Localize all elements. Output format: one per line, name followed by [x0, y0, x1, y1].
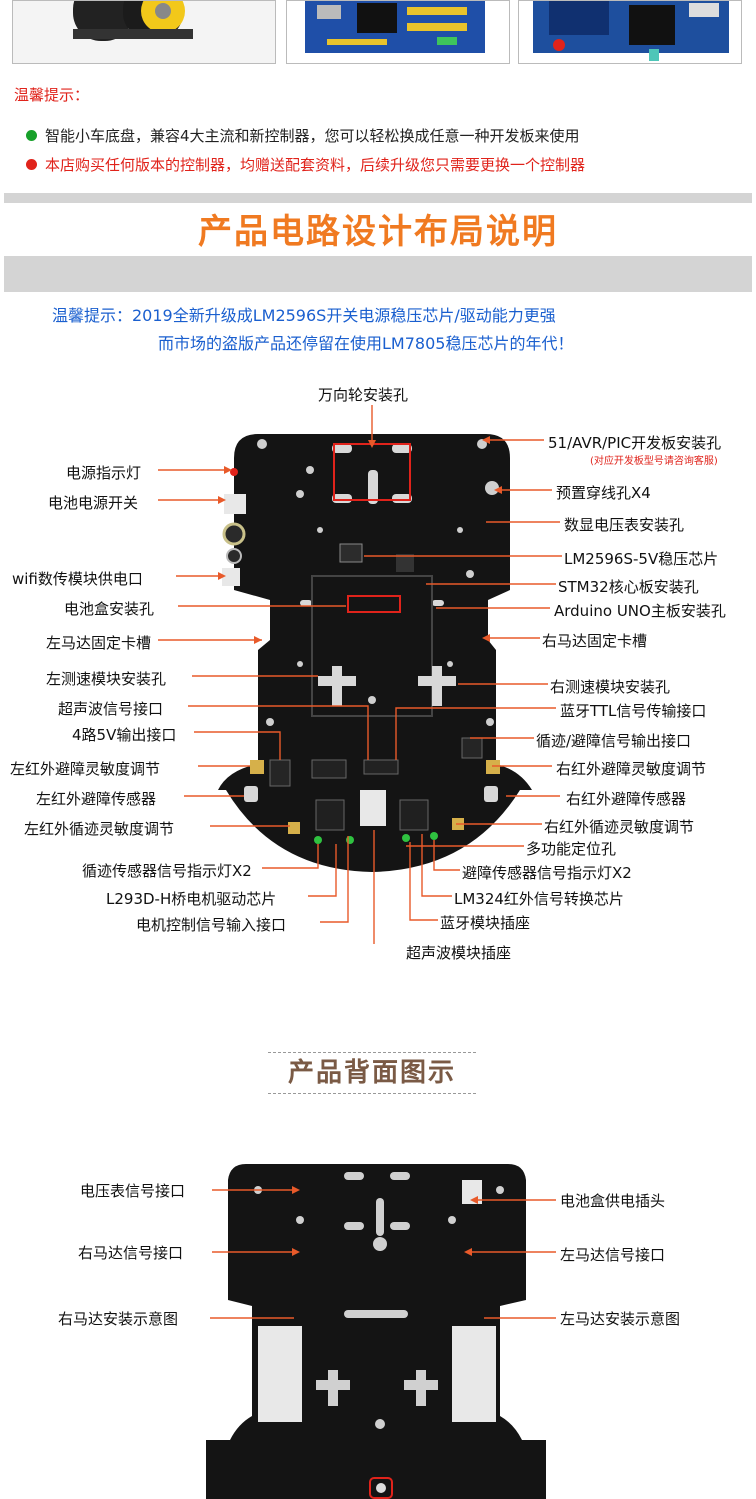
label-left-motor-port: 左马达信号接口: [560, 1246, 666, 1264]
tip-line-1: 智能小车底盘，兼容4大主流和新控制器，您可以轻松换成任意一种开发板来使用: [26, 125, 580, 146]
controller-board-image: [305, 1, 485, 53]
product-thumbnail-board: [286, 0, 510, 64]
green-dot-icon: [26, 130, 37, 141]
label-right-motor-port: 右马达信号接口: [78, 1244, 184, 1262]
label-left-motor-diagram: 左马达安装示意图: [560, 1310, 681, 1328]
label-arduino-hole: Arduino UNO主板安装孔: [554, 602, 726, 620]
product-thumbnail-kit: [518, 0, 742, 64]
label-wifi-power: wifi数传模块供电口: [12, 570, 143, 588]
back-title-text: 产品背面图示: [287, 1058, 456, 1088]
label-bt-socket: 蓝牙模块插座: [440, 914, 531, 932]
wheel-image: [73, 1, 193, 41]
label-left-ir-avoid-sensor: 左红外避障传感器: [36, 790, 157, 808]
divider-bar: [4, 193, 752, 203]
label-track-led: 循迹传感器信号指示灯X2: [82, 862, 252, 880]
label-left-speed-hole: 左测速模块安装孔: [46, 670, 167, 688]
label-right-motor-diagram: 右马达安装示意图: [58, 1310, 179, 1328]
label-board-51-note: (对应开发板型号请咨询客服): [590, 456, 718, 467]
label-voltmeter-port: 电压表信号接口: [80, 1182, 186, 1200]
label-battery-switch: 电池电源开关: [48, 494, 139, 512]
section-title: 产品电路设计布局说明: [198, 212, 558, 252]
pcb-front-board: [218, 434, 532, 872]
label-right-ir-track-adj: 右红外循迹灵敏度调节: [544, 818, 695, 836]
label-wire-holes: 预置穿线孔X4: [556, 484, 651, 502]
label-lm2596: LM2596S-5V稳压芯片: [564, 550, 719, 568]
dev-kit-image: [533, 1, 729, 61]
label-voltmeter-hole: 数显电压表安装孔: [564, 516, 685, 534]
label-ultrasonic-socket: 超声波模块插座: [406, 944, 512, 962]
label-stm32-hole: STM32核心板安装孔: [558, 578, 699, 596]
tips-title: 温馨提示：: [14, 86, 90, 104]
back-section-title: 产品背面图示: [268, 1052, 476, 1094]
label-lm324: LM324红外信号转换芯片: [454, 890, 624, 908]
label-multi-pos-hole: 多功能定位孔: [526, 840, 617, 858]
label-4-way-5v: 4路5V输出接口: [72, 726, 177, 744]
label-left-motor-slot: 左马达固定卡槽: [46, 634, 152, 652]
red-dot-icon: [26, 159, 37, 170]
label-universal-wheel: 万向轮安装孔: [318, 386, 409, 404]
label-right-ir-avoid-adj: 右红外避障灵敏度调节: [556, 760, 707, 778]
label-right-speed-hole: 右测速模块安装孔: [550, 678, 671, 696]
label-left-ir-avoid-adj: 左红外避障灵敏度调节: [10, 760, 161, 778]
label-battery-box-hole: 电池盒安装孔: [64, 600, 155, 618]
title-underbar: [4, 256, 752, 292]
tip-text-2: 本店购买任何版本的控制器，均赠送配套资料，后续升级您只需要更换一个控制器: [45, 156, 586, 174]
label-left-ir-track-adj: 左红外循迹灵敏度调节: [24, 820, 175, 838]
label-battery-plug: 电池盒供电插头: [560, 1192, 666, 1210]
tip-text-1: 智能小车底盘，兼容4大主流和新控制器，您可以轻松换成任意一种开发板来使用: [45, 127, 580, 145]
label-track-avoid-out: 循迹/避障信号输出接口: [536, 732, 692, 750]
label-motor-ctrl-input: 电机控制信号输入接口: [136, 916, 287, 934]
label-board-51: 51/AVR/PIC开发板安装孔: [548, 434, 722, 452]
notice-line-1: 温馨提示：2019全新升级成LM2596S开关电源稳压芯片/驱动能力更强: [52, 306, 556, 325]
label-avoid-led: 避障传感器信号指示灯X2: [462, 864, 632, 882]
label-right-ir-avoid-sensor: 右红外避障传感器: [566, 790, 687, 808]
product-thumbnail-chassis: [12, 0, 276, 64]
notice-line-2: 而市场的盗版产品还停留在使用LM7805稳压芯片的年代！: [158, 334, 574, 353]
label-right-motor-slot: 右马达固定卡槽: [542, 632, 648, 650]
label-ultrasonic-port: 超声波信号接口: [58, 700, 164, 718]
tip-line-2: 本店购买任何版本的控制器，均赠送配套资料，后续升级您只需要更换一个控制器: [26, 154, 585, 175]
label-bt-ttl-port: 蓝牙TTL信号传输接口: [560, 702, 707, 720]
label-power-led: 电源指示灯: [66, 464, 142, 482]
label-l293d: L293D-H桥电机驱动芯片: [106, 890, 277, 908]
